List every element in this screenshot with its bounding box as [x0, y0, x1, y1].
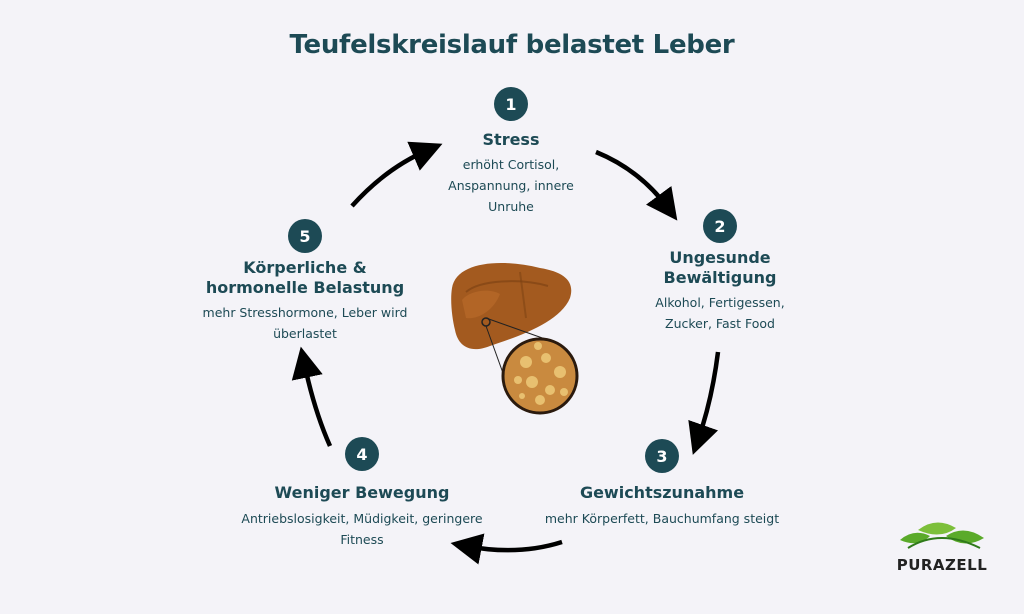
step-4-badge: 4: [345, 437, 379, 471]
liver-icon: [451, 262, 572, 399]
liver-tissue-magnifier-icon: [501, 337, 579, 415]
step-5-title: Körperliche & hormonelle Belastung: [205, 258, 405, 297]
purazell-logo-text: PURAZELL: [896, 556, 988, 574]
step-3-description: mehr Körperfett, Bauchumfang steigt: [544, 511, 780, 526]
step-2-title: Ungesunde Bewältigung: [663, 248, 777, 287]
arrow-1-to-2: [595, 149, 678, 221]
arrow-4-to-5: [291, 346, 333, 447]
step-1-badge: 1: [494, 87, 528, 121]
step-4-description: Antriebslosigkeit, Müdigkeit, geringere …: [241, 511, 483, 547]
step-3-badge: 3: [645, 439, 679, 473]
step-2-badge: 2: [703, 209, 737, 243]
step-5-badge: 5: [288, 219, 322, 253]
step-1-description: erhöht Cortisol, Anspannung, innere Unru…: [448, 157, 574, 214]
step-1-title: Stress: [482, 130, 540, 149]
arrow-3-to-4: [450, 533, 563, 565]
arrow-5-to-1: [350, 141, 443, 208]
step-5-description: mehr Stresshormone, Leber wird überlaste…: [202, 305, 408, 341]
step-3-title: Gewichtszunahme: [579, 483, 745, 502]
step-2-description: Alkohol, Fertigessen, Zucker, Fast Food: [655, 295, 785, 331]
purazell-leaf-icon: [900, 522, 984, 549]
page-title: Teufelskreislauf belastet Leber: [289, 30, 735, 60]
arrow-2-to-3: [688, 351, 721, 455]
step-4-title: Weniger Bewegung: [274, 483, 450, 502]
